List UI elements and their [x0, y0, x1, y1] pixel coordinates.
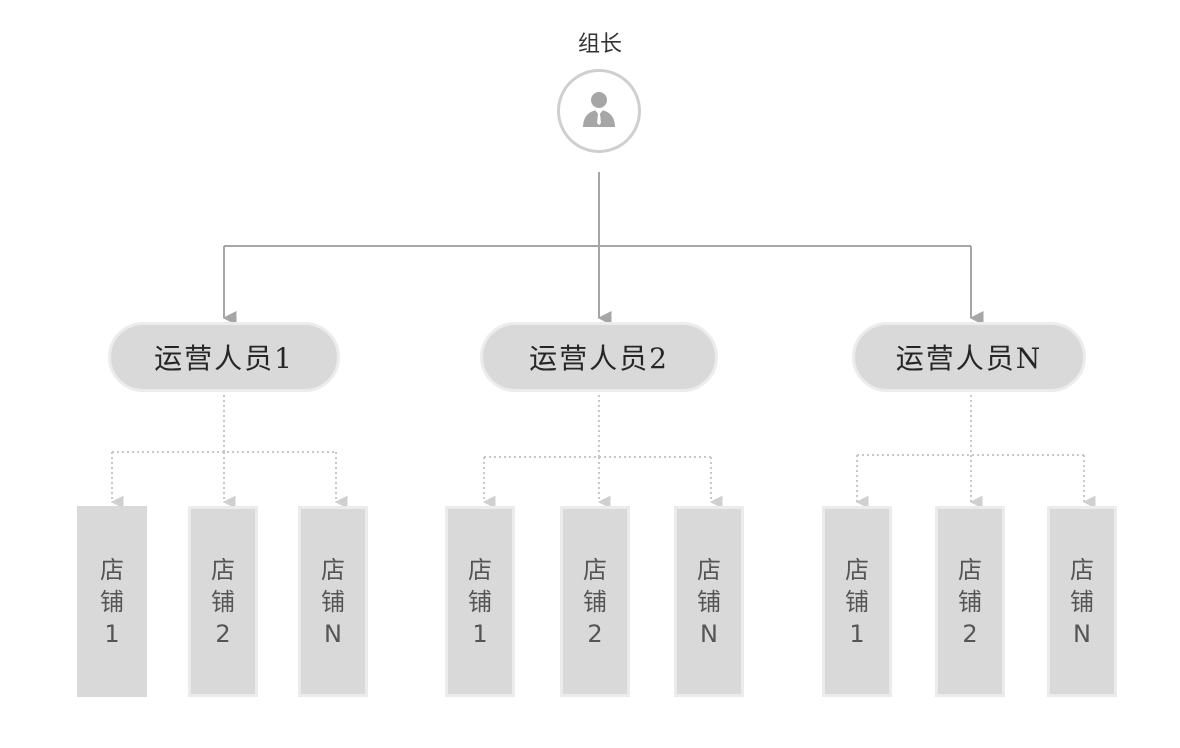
store-label: 店铺N [697, 555, 721, 648]
store-label: 店铺1 [845, 555, 869, 648]
store-node-1-1: 店铺1 [77, 506, 147, 697]
operator-1-store-connectors [110, 395, 348, 509]
store-label: 店铺2 [211, 555, 235, 648]
store-node-2-1: 店铺1 [445, 506, 515, 697]
store-node-3-3: 店铺N [1047, 506, 1117, 697]
store-label: 店铺1 [468, 555, 492, 648]
leader-connectors [222, 172, 984, 325]
store-label: 店铺2 [958, 555, 982, 648]
person-icon-head [591, 92, 607, 108]
operator-node-2: 运营人员2 [480, 322, 718, 392]
leader-avatar [557, 69, 641, 153]
leader-title: 组长 [577, 32, 622, 57]
store-node-1-2: 店铺2 [188, 506, 258, 697]
operator-node-3: 运营人员N [852, 322, 1086, 392]
operator-3-store-connectors [855, 395, 1096, 509]
person-icon [583, 92, 615, 127]
store-node-2-3: 店铺N [674, 506, 744, 697]
store-label: 店铺N [321, 555, 345, 648]
store-node-3-2: 店铺2 [935, 506, 1005, 697]
store-node-3-1: 店铺1 [822, 506, 892, 697]
person-icon-tie [597, 114, 601, 125]
person-icon-collar [595, 110, 603, 115]
store-node-2-2: 店铺2 [560, 506, 630, 697]
store-label: 店铺1 [100, 555, 124, 648]
store-node-1-3: 店铺N [298, 506, 368, 697]
operator-node-1: 运营人员1 [108, 322, 340, 392]
store-label: 店铺2 [583, 555, 607, 648]
operator-2-store-connectors [482, 395, 723, 509]
store-label: 店铺N [1070, 555, 1094, 648]
